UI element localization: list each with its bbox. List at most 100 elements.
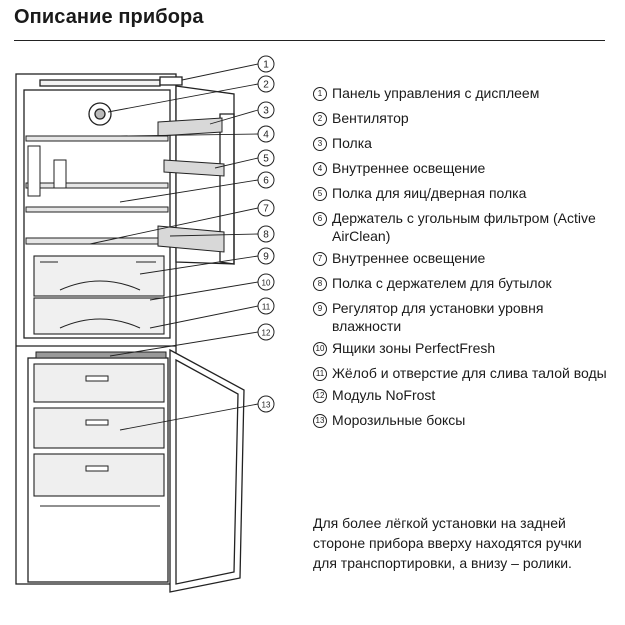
callout-circle	[257, 149, 275, 167]
legend-item-text: Полка	[332, 135, 372, 151]
fridge-compartment	[23, 89, 171, 339]
legend-item: 1 Панель управления с дисплеем	[313, 84, 613, 102]
diagram-callout: 2	[257, 75, 275, 93]
diagram-callout: 13	[257, 395, 275, 413]
diagram-callout: 11	[257, 297, 275, 315]
callout-circle	[257, 247, 275, 265]
door-shelf	[163, 159, 225, 177]
freezer-box	[33, 407, 165, 449]
callout-circle	[257, 75, 275, 93]
callout-number: 9	[313, 302, 327, 316]
callout-number: 1	[313, 87, 327, 101]
legend-item: 6 Держатель с угольным фильтром (Active A…	[313, 209, 613, 245]
callout-number: 4	[313, 162, 327, 176]
callout-label: 5	[263, 154, 269, 165]
diagram-callout: 1	[257, 55, 275, 73]
callout-number: 11	[313, 367, 327, 381]
legend-item-text: Ящики зоны PerfectFresh	[332, 340, 496, 356]
freezer-box	[33, 363, 165, 403]
control-panel	[39, 79, 161, 87]
callout-label: 1	[263, 60, 269, 71]
legend-item-text: Полка для яиц/дверная полка	[332, 185, 527, 201]
legend-item-text: Морозильные боксы	[332, 412, 466, 428]
light-strip	[27, 145, 41, 197]
callout-number: 7	[313, 252, 327, 266]
diagram-callout: 12	[257, 323, 275, 341]
legend-item-text: Полка с держателем для бутылок	[332, 275, 552, 291]
callout-label: 10	[262, 279, 271, 288]
cabinet-outline	[15, 73, 177, 585]
callout-number: 6	[313, 212, 327, 226]
callout-label: 9	[263, 252, 269, 263]
diagram-callout: 3	[257, 101, 275, 119]
callout-circle	[257, 125, 275, 143]
callout-number: 5	[313, 187, 327, 201]
freezer-door	[169, 348, 245, 593]
legend-item: 3 Полка	[313, 134, 613, 152]
callout-number: 13	[313, 414, 327, 428]
callout-circle	[257, 101, 275, 119]
legend-item: 9 Регулятор для установки уровня влажност…	[313, 299, 613, 335]
door-shelf	[157, 225, 225, 253]
shelf	[25, 182, 169, 189]
legend-item: 5 Полка для яиц/дверная полка	[313, 184, 613, 202]
diagram-callout: 6	[257, 171, 275, 189]
callout-label: 3	[263, 106, 269, 117]
legend-item-text: Держатель с угольным фильтром (Active Ai…	[332, 210, 596, 244]
fan-icon	[88, 102, 112, 126]
installation-note: Для более лёгкой установки на задней сто…	[313, 515, 582, 571]
page-title: Описание прибора	[14, 6, 204, 28]
callout-circle	[257, 395, 275, 413]
legend-item-text: Внутреннее освещение	[332, 250, 486, 266]
legend-item-text: Внутреннее освещение	[332, 160, 486, 176]
callout-label: 6	[263, 176, 269, 187]
legend-item-text: Модуль NoFrost	[332, 387, 436, 403]
legend-item: 7 Внутреннее освещение	[313, 249, 613, 267]
callout-circle	[257, 297, 275, 315]
callout-number: 2	[313, 112, 327, 126]
callout-label: 11	[262, 303, 271, 312]
callout-number: 8	[313, 277, 327, 291]
callout-label: 4	[263, 130, 269, 141]
legend-item: 11 Жёлоб и отверстие для слива талой воды	[313, 364, 613, 382]
diagram-callout: 9	[257, 247, 275, 265]
shelf	[25, 135, 169, 142]
diagram-callout: 10	[257, 273, 275, 291]
callout-circle	[257, 323, 275, 341]
legend-item-text: Жёлоб и отверстие для слива талой воды	[332, 365, 607, 381]
callout-number: 12	[313, 389, 327, 403]
legend-item: 2 Вентилятор	[313, 109, 613, 127]
callout-label: 12	[262, 329, 271, 338]
diagram-callout: 5	[257, 149, 275, 167]
nofrost-module	[35, 351, 167, 359]
legend-item: 8 Полка с держателем для бутылок	[313, 274, 613, 292]
perfectfresh-drawer	[33, 255, 165, 297]
callout-circle	[257, 199, 275, 217]
title-rule	[14, 40, 605, 41]
shelf	[25, 206, 169, 213]
legend-item: 13 Морозильные боксы	[313, 411, 613, 429]
legend-item-text: Панель управления с дисплеем	[332, 85, 540, 101]
door-shelf	[157, 117, 223, 137]
legend-item-text: Регулятор для установки уровня влажности	[332, 300, 544, 334]
diagram-callout: 4	[257, 125, 275, 143]
bottle-shelf	[25, 237, 169, 245]
callout-circle	[257, 225, 275, 243]
callout-label: 8	[263, 230, 269, 241]
callout-number: 3	[313, 137, 327, 151]
freezer-box	[33, 453, 165, 497]
callout-circle	[257, 273, 275, 291]
legend-list: 1 Панель управления с дисплеем 2 Вентилято…	[313, 84, 613, 436]
legend-item: 12 Модуль NoFrost	[313, 386, 613, 404]
diagram-callout: 8	[257, 225, 275, 243]
legend-item-text: Вентилятор	[332, 110, 409, 126]
perfectfresh-drawer	[33, 297, 165, 335]
diagram-callout: 7	[257, 199, 275, 217]
legend-item: 4 Внутреннее освещение	[313, 159, 613, 177]
light-strip	[53, 159, 67, 189]
callout-circle	[257, 55, 275, 73]
callout-circle	[257, 171, 275, 189]
callout-label: 13	[262, 401, 271, 410]
